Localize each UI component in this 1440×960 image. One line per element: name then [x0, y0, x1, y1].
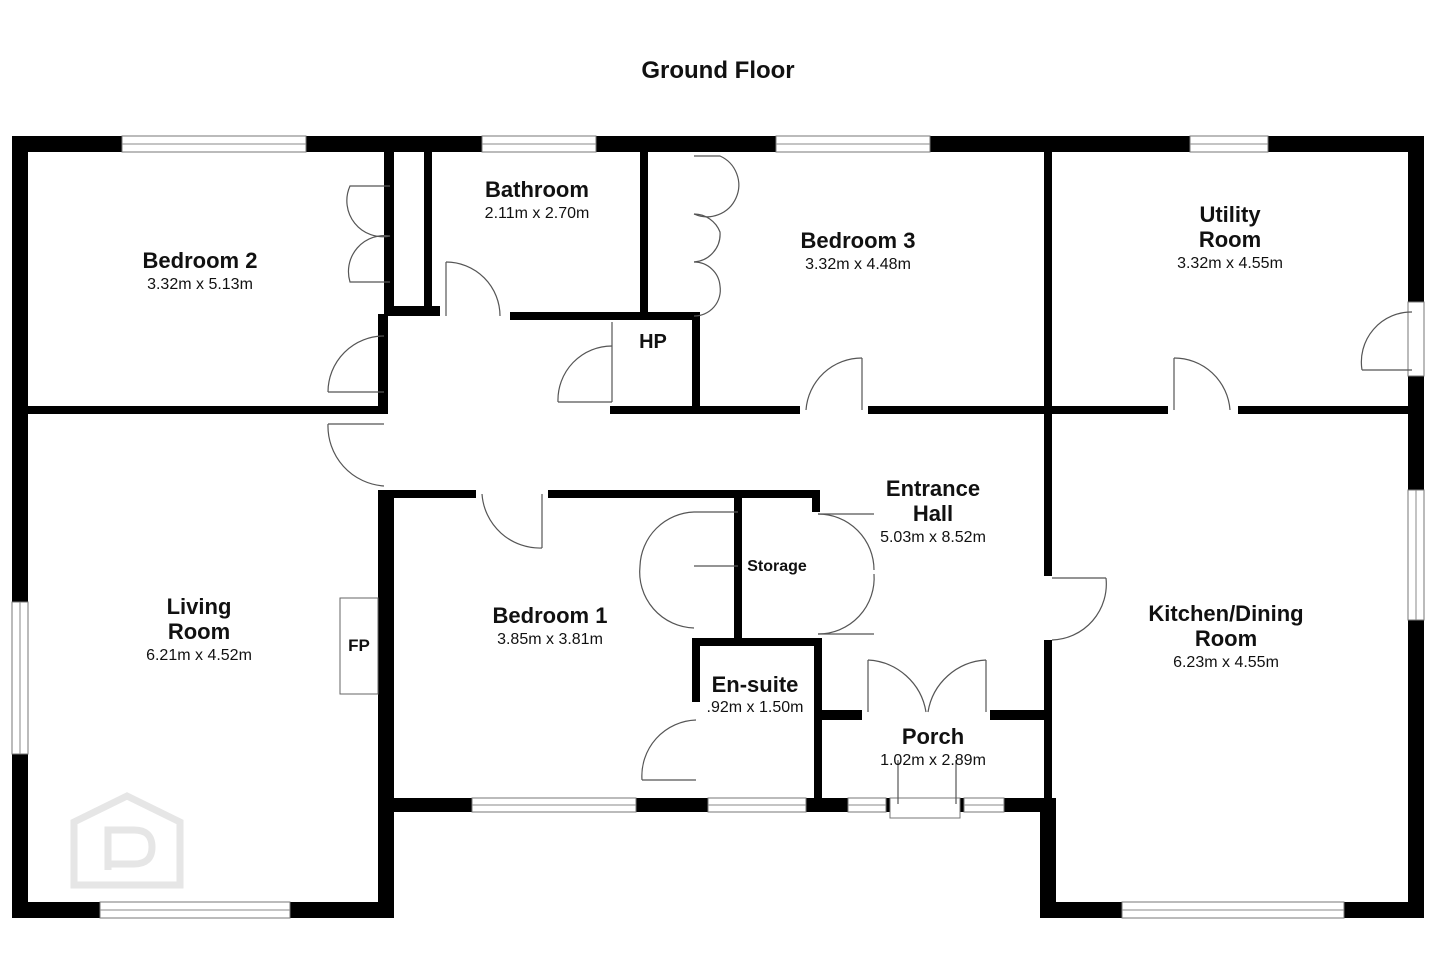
room-fp-name: FP	[348, 636, 370, 655]
room-porch-name: Porch	[902, 724, 964, 749]
room-bedroom3-dims: 3.32m x 4.48m	[805, 256, 911, 273]
room-ensuite-dims: .92m x 1.50m	[707, 699, 804, 716]
fireplace-box	[339, 597, 379, 695]
room-utility-dims: 3.32m x 4.55m	[1177, 255, 1283, 272]
room-kitchen-name-1: Kitchen/Dining	[1148, 601, 1303, 626]
room-living-name-1: Living	[167, 594, 232, 619]
plan-title: Ground Floor	[641, 57, 794, 84]
room-bathroom-name: Bathroom	[485, 177, 589, 202]
room-hall-dims: 5.03m x 8.52m	[880, 529, 986, 546]
room-hp-name: HP	[639, 331, 667, 353]
room-bedroom2-dims: 3.32m x 5.13m	[147, 276, 253, 293]
room-living-dims: 6.21m x 4.52m	[146, 647, 252, 664]
room-storage-name: Storage	[747, 558, 807, 575]
room-living-name-2: Room	[168, 619, 230, 644]
room-bedroom1-dims: 3.85m x 3.81m	[497, 631, 603, 648]
doors	[327, 155, 1413, 804]
room-utility-name-2: Room	[1199, 227, 1261, 252]
room-bedroom1-name: Bedroom 1	[493, 603, 608, 628]
room-porch-dims: 1.02m x 2.89m	[880, 752, 986, 769]
room-hall-name-2: Hall	[913, 501, 953, 526]
room-bedroom2-name: Bedroom 2	[143, 248, 258, 273]
house-logo-icon	[70, 792, 184, 889]
room-bedroom3-name: Bedroom 3	[801, 228, 916, 253]
room-kitchen-name-2: Room	[1195, 626, 1257, 651]
room-kitchen-dims: 6.23m x 4.55m	[1173, 654, 1279, 671]
room-utility-name-1: Utility	[1199, 202, 1261, 227]
room-hall-name-1: Entrance	[886, 476, 980, 501]
window-lines	[19, 143, 1417, 911]
room-ensuite-name: En-suite	[712, 672, 799, 697]
room-bathroom-dims: 2.11m x 2.70m	[485, 205, 590, 222]
